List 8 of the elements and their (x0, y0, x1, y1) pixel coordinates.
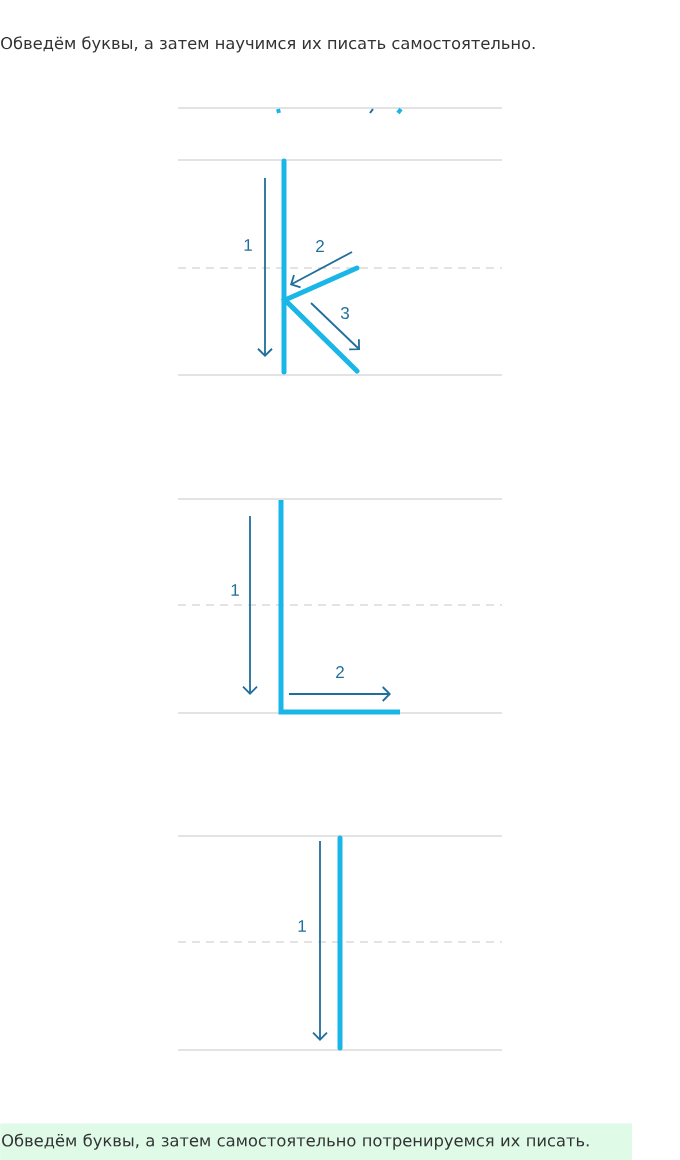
stroke-number: 2 (316, 240, 324, 252)
stroke-number: 2 (336, 666, 344, 678)
instruction-text: Обведём буквы, а затем научимся их писать самостоятельно. (1, 36, 535, 53)
stroke-number: 3 (340, 307, 349, 320)
stroke-number: 1 (298, 920, 306, 932)
text-band: Обведём буквы, а затем самостоятельно потренируемся их писать. (0, 1123, 633, 1160)
stroke-number: 1 (244, 239, 252, 251)
stroke-number: 1 (231, 584, 239, 596)
